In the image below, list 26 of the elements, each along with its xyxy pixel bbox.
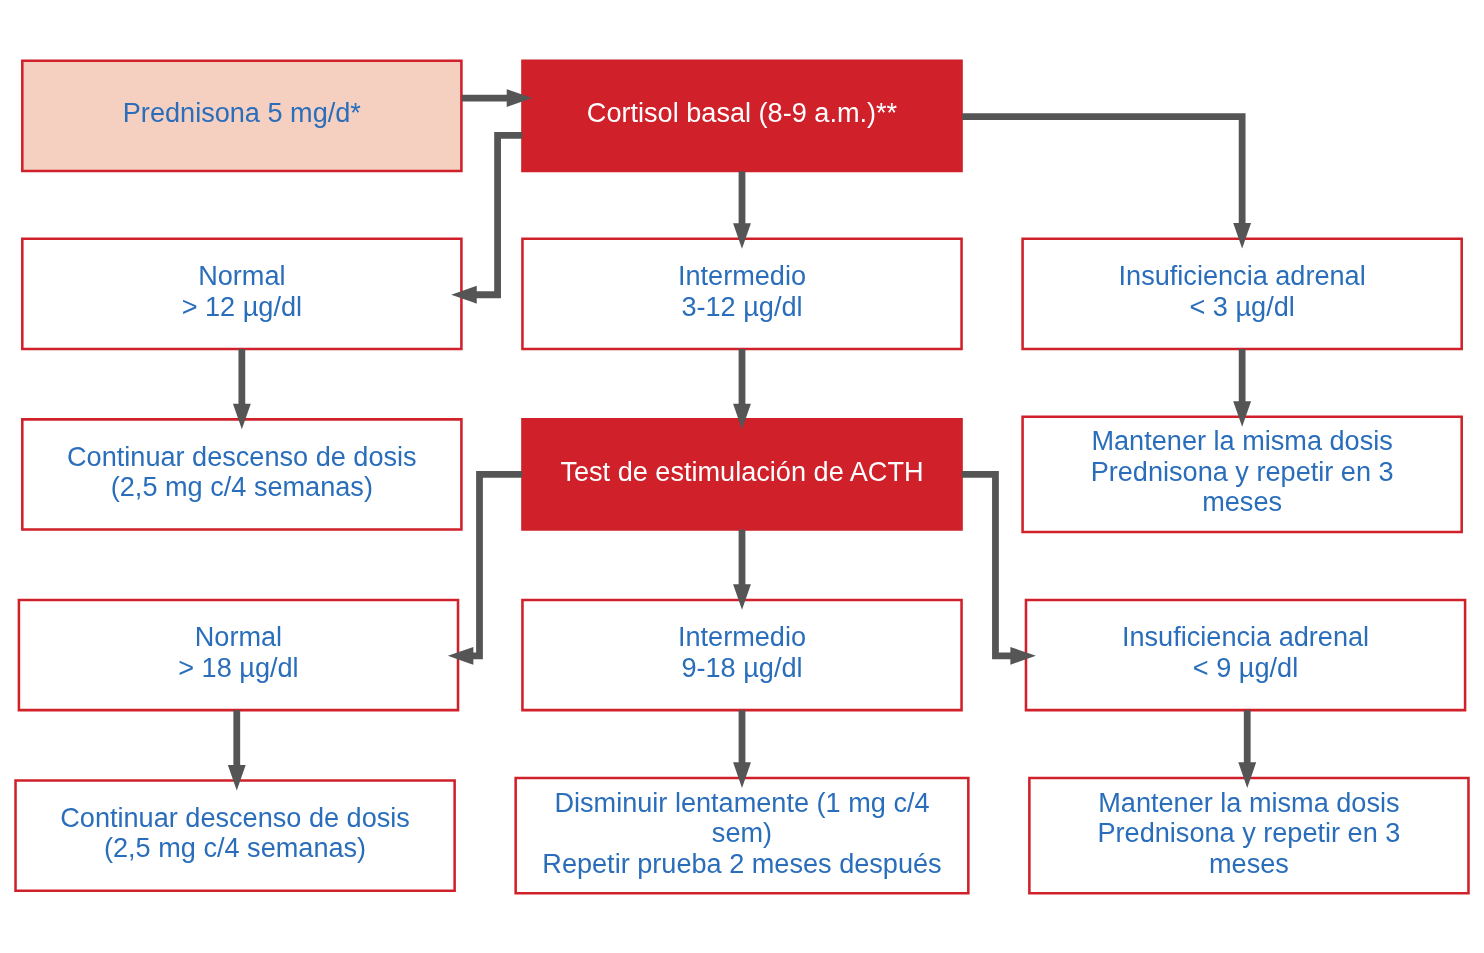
node-box: Continuar descenso de dosis (2,5 mg c/4 semanas)	[21, 417, 463, 531]
arrow	[1238, 709, 1257, 788]
arrow	[733, 348, 751, 429]
arrow	[733, 170, 751, 249]
node-box: Mantener la misma dosis Prednisona y repetir en 3 meses	[1021, 415, 1463, 533]
arrow	[232, 348, 251, 429]
arrow	[733, 709, 751, 788]
arrow	[1233, 348, 1252, 427]
node-box: Cortisol basal (8-9 a.m.)**	[521, 59, 963, 172]
arrow	[962, 112, 1252, 249]
node-box: Insuficiencia adrenal < 9 µg/dl	[1024, 598, 1467, 711]
arrow	[461, 88, 533, 107]
node-box: Test de estimulación de ACTH	[521, 417, 963, 531]
arrow	[447, 470, 523, 665]
node-box: Normal > 18 µg/dl	[17, 598, 460, 711]
node-box: Continuar descenso de dosis (2,5 mg c/4 semanas)	[14, 778, 456, 892]
node-box: Prednisona 5 mg/d*	[21, 59, 463, 172]
node-box: Mantener la misma dosis Prednisona y repetir en 3 meses	[1028, 776, 1470, 894]
node-box: Intermedio 9-18 µg/dl	[521, 598, 963, 711]
node-box: Disminuir lentamente (1 mg c/4 sem) Repetir prueba 2 meses después	[514, 776, 970, 894]
node-box: Normal > 12 µg/dl	[21, 237, 463, 350]
arrow	[451, 131, 523, 304]
node-box: Insuficiencia adrenal < 3 µg/dl	[1021, 237, 1463, 350]
arrow	[227, 709, 246, 790]
node-box: Intermedio 3-12 µg/dl	[521, 237, 963, 350]
arrow	[733, 529, 751, 610]
